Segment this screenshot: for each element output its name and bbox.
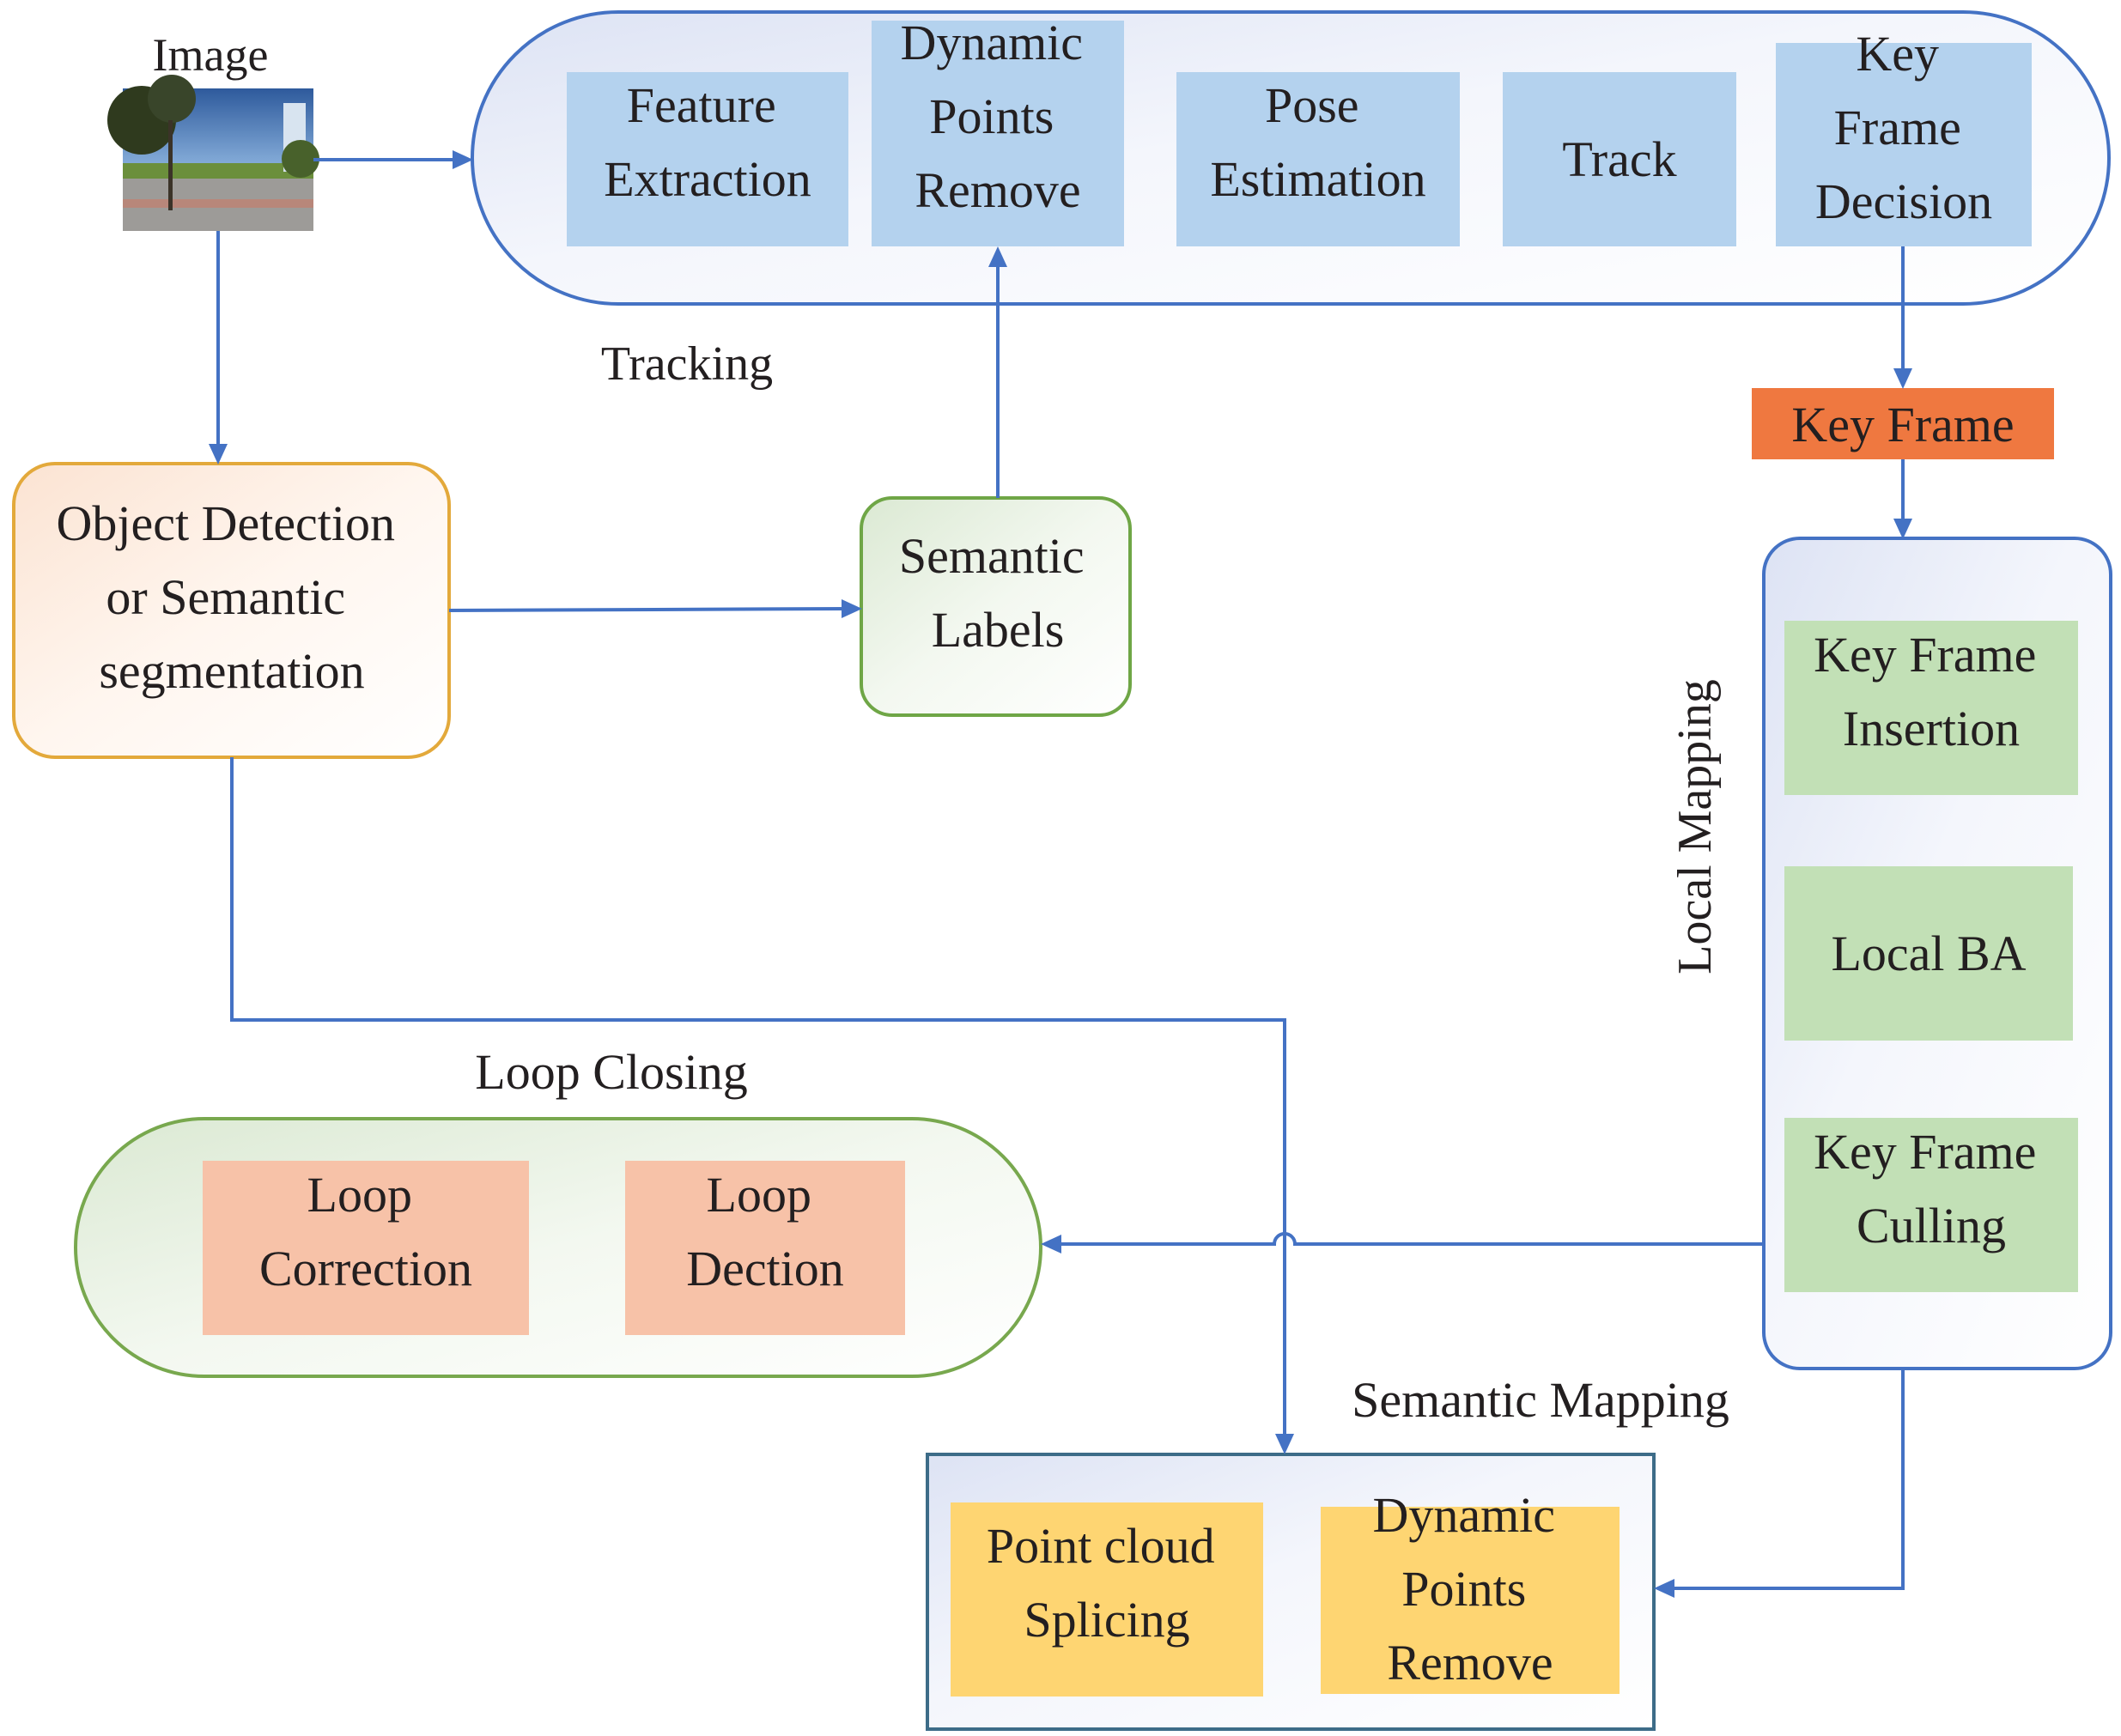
loop-correction-box bbox=[203, 1161, 529, 1335]
loop-closing-label: Loop Closing bbox=[475, 1044, 747, 1100]
semantic-mapping-label: Semantic Mapping bbox=[1352, 1372, 1729, 1428]
object-detection-text: Object Detection or Semantic segmentatio… bbox=[56, 495, 407, 699]
local-ba-text: Local BA bbox=[1831, 926, 2026, 981]
arrowhead-keyframe bbox=[1893, 368, 1912, 389]
local-mapping-label: Local Mapping bbox=[1668, 679, 1722, 974]
feature-extraction-box bbox=[567, 72, 848, 246]
arrowhead-semantic-mapping-top bbox=[1275, 1434, 1294, 1454]
loop-correction-text: Loop Correction bbox=[259, 1167, 472, 1296]
arrowhead-loop-closing bbox=[1041, 1235, 1061, 1253]
arrow-detection-to-semantic-mapping bbox=[230, 757, 1286, 1441]
semantic-labels-text: Semantic Labels bbox=[899, 528, 1097, 658]
input-image-thumbnail bbox=[107, 75, 319, 231]
arrowhead-detection bbox=[209, 444, 228, 464]
track-box bbox=[1503, 72, 1736, 246]
arrow-local-mapping-to-loop bbox=[1054, 1232, 1764, 1246]
feature-extraction-text: Feature Extraction bbox=[604, 77, 811, 207]
dynamic-points-remove-box bbox=[872, 21, 1124, 246]
dynamic-points-remove-text: Dynamic Points Remove bbox=[900, 15, 1095, 218]
mapping-dynamic-points-remove-text: Dynamic Points Remove bbox=[1372, 1487, 1567, 1690]
local-ba-box bbox=[1784, 866, 2073, 1041]
key-frame-insertion-box bbox=[1784, 621, 2078, 795]
mapping-dynamic-points-remove-box bbox=[1321, 1507, 1620, 1694]
arrowhead-tracking bbox=[453, 150, 473, 169]
key-frame-box bbox=[1752, 388, 2054, 459]
arrowhead-semantic-mapping-right bbox=[1654, 1579, 1674, 1598]
arrowhead-dynamic bbox=[988, 246, 1007, 267]
key-frame-culling-text: Key Frame Culling bbox=[1814, 1124, 2049, 1253]
pose-estimation-box bbox=[1176, 72, 1460, 246]
semantic-labels-box bbox=[860, 496, 1132, 717]
key-frame-insertion-text: Key Frame Insertion bbox=[1814, 627, 2049, 756]
arrow-detection-to-labels bbox=[448, 607, 849, 612]
image-label: Image bbox=[153, 29, 269, 81]
key-frame-culling-box bbox=[1784, 1118, 2078, 1292]
tracking-label: Tracking bbox=[601, 337, 773, 391]
arrow-local-mapping-to-semantic-mapping bbox=[1668, 1369, 1905, 1590]
arrowhead-local-mapping bbox=[1893, 519, 1912, 539]
point-cloud-splicing-text: Point cloud Splicing bbox=[987, 1518, 1227, 1648]
track-text: Track bbox=[1562, 131, 1676, 187]
key-frame-decision-box bbox=[1776, 43, 2032, 246]
connectors bbox=[209, 150, 1912, 1598]
loop-dection-text: Loop Dection bbox=[686, 1167, 844, 1296]
point-cloud-splicing-box bbox=[951, 1502, 1263, 1697]
key-frame-text: Key Frame bbox=[1791, 397, 2014, 452]
loop-dection-box bbox=[625, 1161, 905, 1335]
key-frame-decision-text: Key Frame Decision bbox=[1815, 26, 1992, 229]
arrowhead-labels bbox=[842, 599, 862, 618]
pose-estimation-text: Pose Estimation bbox=[1210, 77, 1425, 207]
